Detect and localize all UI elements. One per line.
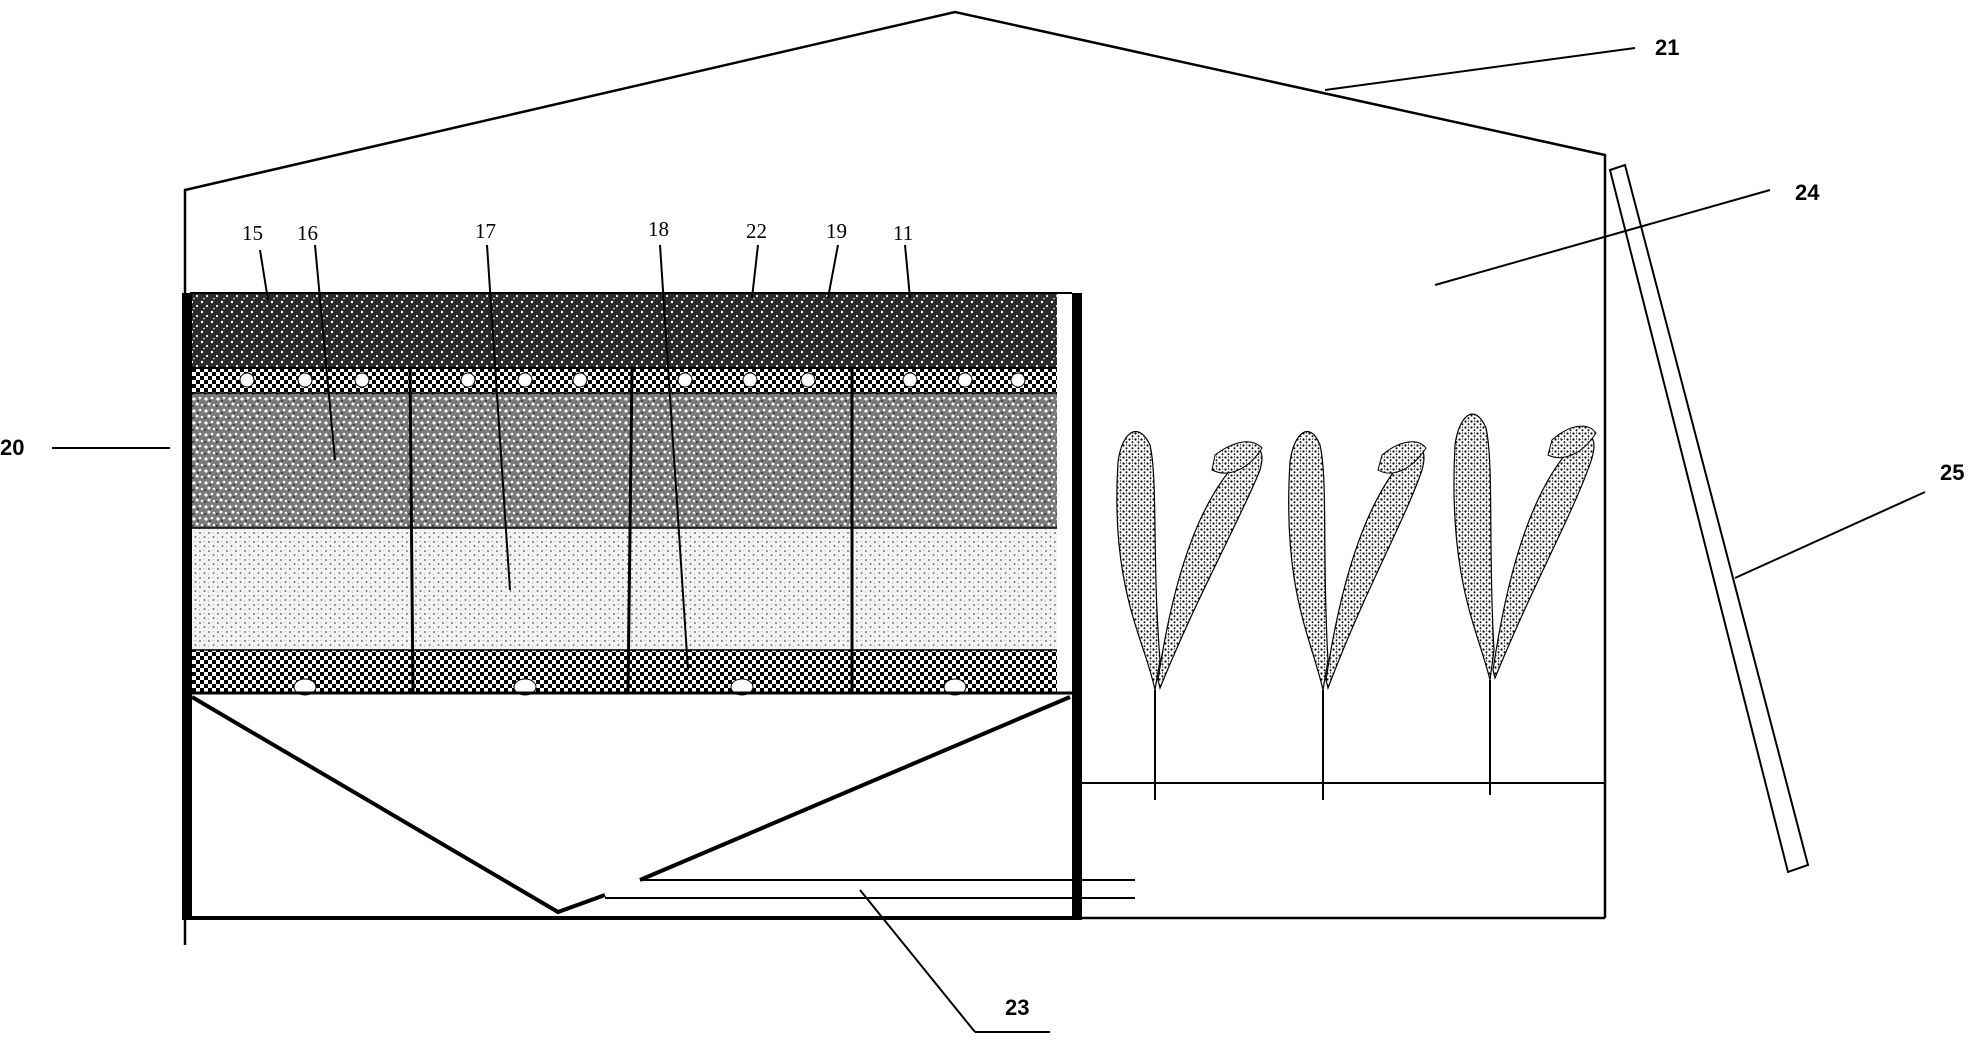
upper-perforated-layer	[190, 368, 1057, 393]
label-18: 18	[648, 217, 669, 241]
label-16: 16	[297, 221, 318, 245]
plant-2	[1288, 431, 1427, 800]
top-dense-layer	[190, 293, 1057, 368]
filter-box	[182, 292, 1135, 920]
label-25: 25	[1940, 460, 1964, 485]
gravel-layer	[190, 393, 1057, 528]
label-15: 15	[242, 221, 263, 245]
hopper-left	[190, 695, 606, 915]
leader-lines	[52, 47, 1926, 1033]
box-left-wall	[182, 293, 192, 918]
lower-perforated-layer	[190, 650, 1057, 693]
label-23: 23	[1005, 995, 1029, 1020]
hopper-right	[639, 695, 1071, 882]
label-19: 19	[826, 219, 847, 243]
label-24: 24	[1795, 180, 1820, 205]
label-20: 20	[0, 435, 24, 460]
plant-3	[1453, 413, 1597, 795]
box-right-wall	[1072, 293, 1082, 918]
plant-1	[1116, 431, 1263, 800]
label-22: 22	[746, 219, 767, 243]
label-21: 21	[1655, 35, 1679, 60]
label-11: 11	[893, 221, 913, 245]
sand-layer	[190, 528, 1057, 650]
lower-pipe-holes	[293, 678, 967, 696]
upper-pipe-holes	[239, 372, 1026, 388]
vertical-pipes	[408, 367, 854, 694]
label-17: 17	[475, 219, 496, 243]
tilted-pole	[1608, 163, 1810, 874]
